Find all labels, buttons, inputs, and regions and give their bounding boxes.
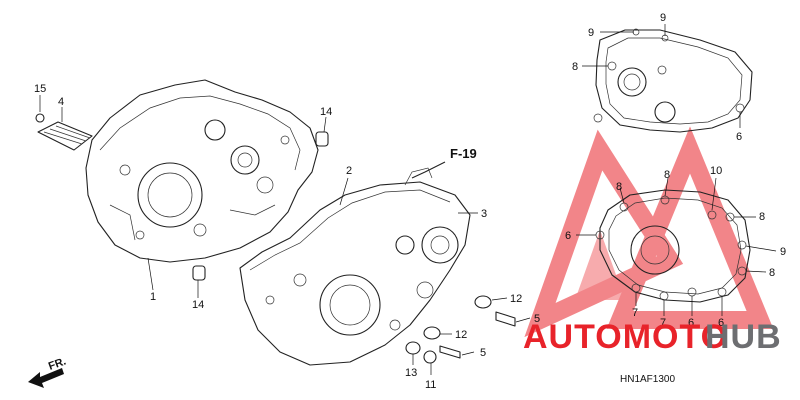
callout-13: 13	[405, 367, 417, 379]
left-crankcase	[85, 79, 319, 263]
callout-3: 3	[481, 208, 487, 220]
right-crankcase	[239, 167, 471, 366]
callout-2: 2	[346, 165, 352, 177]
callout-1: 1	[150, 291, 156, 303]
callouts: 15 4 14 14 1 2 3 12 12 5 5 13 11 9 9 8 6…	[34, 12, 786, 391]
watermark-brand-red: AUTOMOTO	[523, 318, 728, 356]
watermark-brand-gray: HUB	[705, 318, 782, 356]
callout-5-bottom: 5	[480, 347, 486, 359]
callout-9-upper-top: 9	[660, 12, 666, 24]
drain-bolts	[405, 295, 516, 364]
reference-label: F-19	[450, 146, 477, 161]
callout-12-top: 12	[510, 293, 522, 305]
watermark-text: AUTOMOTO HUB	[523, 318, 782, 356]
front-arrow: FR.	[28, 355, 68, 388]
callout-7-left: 7	[632, 307, 638, 319]
callout-9-upper-left: 9	[588, 27, 594, 39]
callout-6-upper: 6	[736, 131, 742, 143]
callout-14-top: 14	[320, 106, 332, 118]
callout-8-upper: 8	[572, 61, 578, 73]
reference-f19: F-19	[411, 146, 477, 179]
callout-7-right: 7	[660, 317, 666, 329]
callout-8-lower-right: 8	[759, 211, 765, 223]
callout-11: 11	[425, 379, 436, 391]
callout-9-lower: 9	[780, 246, 786, 258]
callout-6-lower-right: 6	[718, 317, 724, 329]
lower-cover	[595, 189, 751, 303]
callout-15: 15	[34, 83, 46, 95]
callout-8-lower-top: 8	[664, 169, 670, 181]
callout-5-top: 5	[534, 313, 540, 325]
leader-lines	[39, 24, 777, 375]
callout-4: 4	[58, 96, 64, 108]
dowel-pins	[192, 131, 329, 281]
callout-12-bottom: 12	[455, 329, 467, 341]
callout-14-bottom: 14	[192, 299, 204, 311]
diagram-code: HN1AF1300	[620, 374, 675, 385]
strainer-screen	[35, 113, 93, 151]
upper-cover	[593, 28, 753, 133]
front-label: FR.	[47, 355, 68, 372]
callout-10: 10	[710, 165, 722, 177]
callout-8-lower-left: 8	[616, 181, 622, 193]
callout-8-lower-bottom: 8	[769, 267, 775, 279]
callout-6-lower-middle: 6	[688, 317, 694, 329]
callout-6-lower-left: 6	[565, 230, 571, 242]
watermark-logo	[524, 126, 774, 338]
